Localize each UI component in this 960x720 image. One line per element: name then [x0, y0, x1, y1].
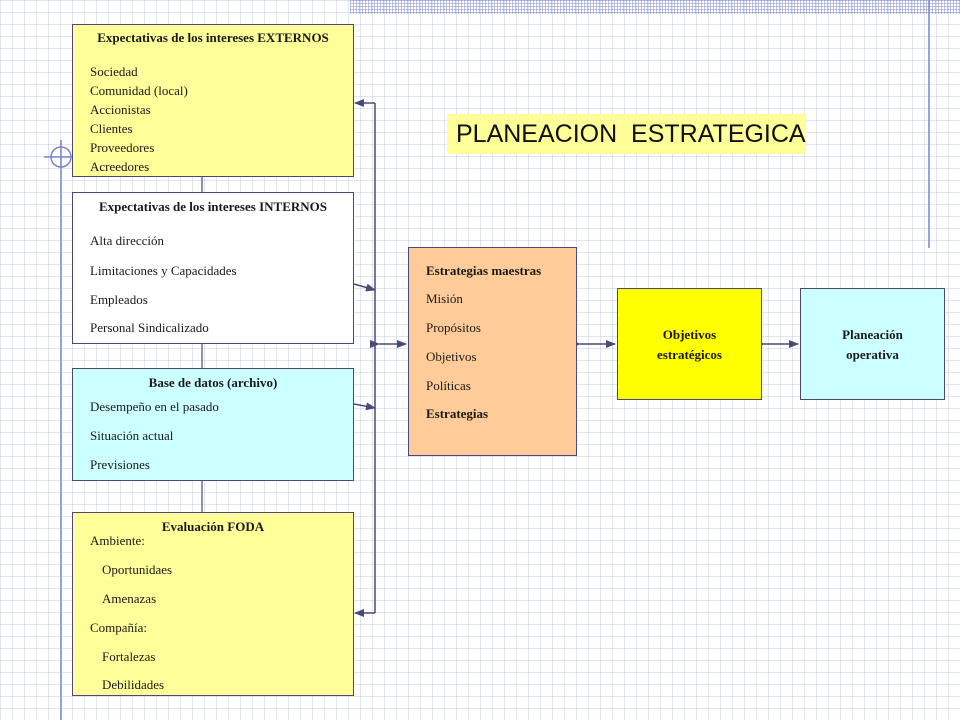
externos-item: Clientes	[90, 121, 133, 136]
estrategias-item: Políticas	[426, 378, 471, 393]
base-datos-box: Base de datos (archivo) Desempeño en el …	[72, 368, 354, 481]
foda-box: Evaluación FODA Ambiente: Oportunidaes A…	[72, 512, 354, 696]
estrategias-heading: Estrategias maestras	[426, 263, 542, 278]
decorative-circle	[50, 146, 72, 168]
estrategias-item-bold: Estrategias	[426, 406, 489, 421]
estrategias-item: Propósitos	[426, 320, 481, 335]
externos-title: Expectativas de los intereses EXTERNOS	[97, 30, 329, 45]
foda-item: Oportunidaes	[102, 562, 173, 577]
foda-item: Fortalezas	[102, 649, 156, 664]
objetivos-box: Objetivos estratégicos	[617, 288, 762, 400]
foda-item: Amenazas	[102, 591, 157, 606]
externos-item: Acreedores	[90, 159, 150, 174]
base-datos-item: Previsiones	[90, 457, 150, 472]
foda-title: Evaluación FODA	[161, 519, 265, 534]
externos-item: Sociedad	[90, 64, 138, 79]
base-datos-item: Situación actual	[90, 428, 174, 443]
externos-box: Expectativas de los intereses EXTERNOS S…	[72, 24, 354, 177]
arrow-internos-bus	[353, 283, 376, 292]
objetivos-line1: Objetivos	[662, 327, 717, 342]
foda-item: Debilidades	[102, 677, 165, 692]
base-datos-item: Desempeño en el pasado	[90, 399, 219, 414]
internos-title: Expectativas de los intereses INTERNOS	[99, 199, 327, 214]
estrategias-item: Objetivos	[426, 349, 477, 364]
arrow-db-bus	[353, 402, 376, 411]
planeacion-line2: operativa	[846, 347, 899, 362]
top-decorative-band	[350, 0, 960, 14]
internos-item: Personal Sindicalizado	[90, 320, 209, 335]
foda-item: Compañía:	[90, 620, 148, 635]
estrategias-box: Estrategias maestras Misión Propósitos O…	[408, 247, 577, 456]
internos-item: Empleados	[90, 292, 148, 307]
internos-item: Alta dirección	[90, 233, 164, 248]
internos-item: Limitaciones y Capacidades	[90, 263, 237, 278]
externos-item: Proveedores	[90, 140, 155, 155]
page-title: PLANEACION ESTRATEGICA	[447, 114, 806, 154]
internos-box: Expectativas de los intereses INTERNOS A…	[72, 192, 354, 344]
foda-item: Ambiente:	[90, 533, 145, 548]
planeacion-line1: Planeación	[842, 327, 903, 342]
base-datos-title: Base de datos (archivo)	[148, 375, 278, 390]
planeacion-box: Planeación operativa	[800, 288, 945, 400]
estrategias-item: Misión	[426, 291, 463, 306]
externos-item: Accionistas	[90, 102, 151, 117]
objetivos-line2: estratégicos	[657, 347, 722, 362]
externos-item: Comunidad (local)	[90, 83, 188, 98]
